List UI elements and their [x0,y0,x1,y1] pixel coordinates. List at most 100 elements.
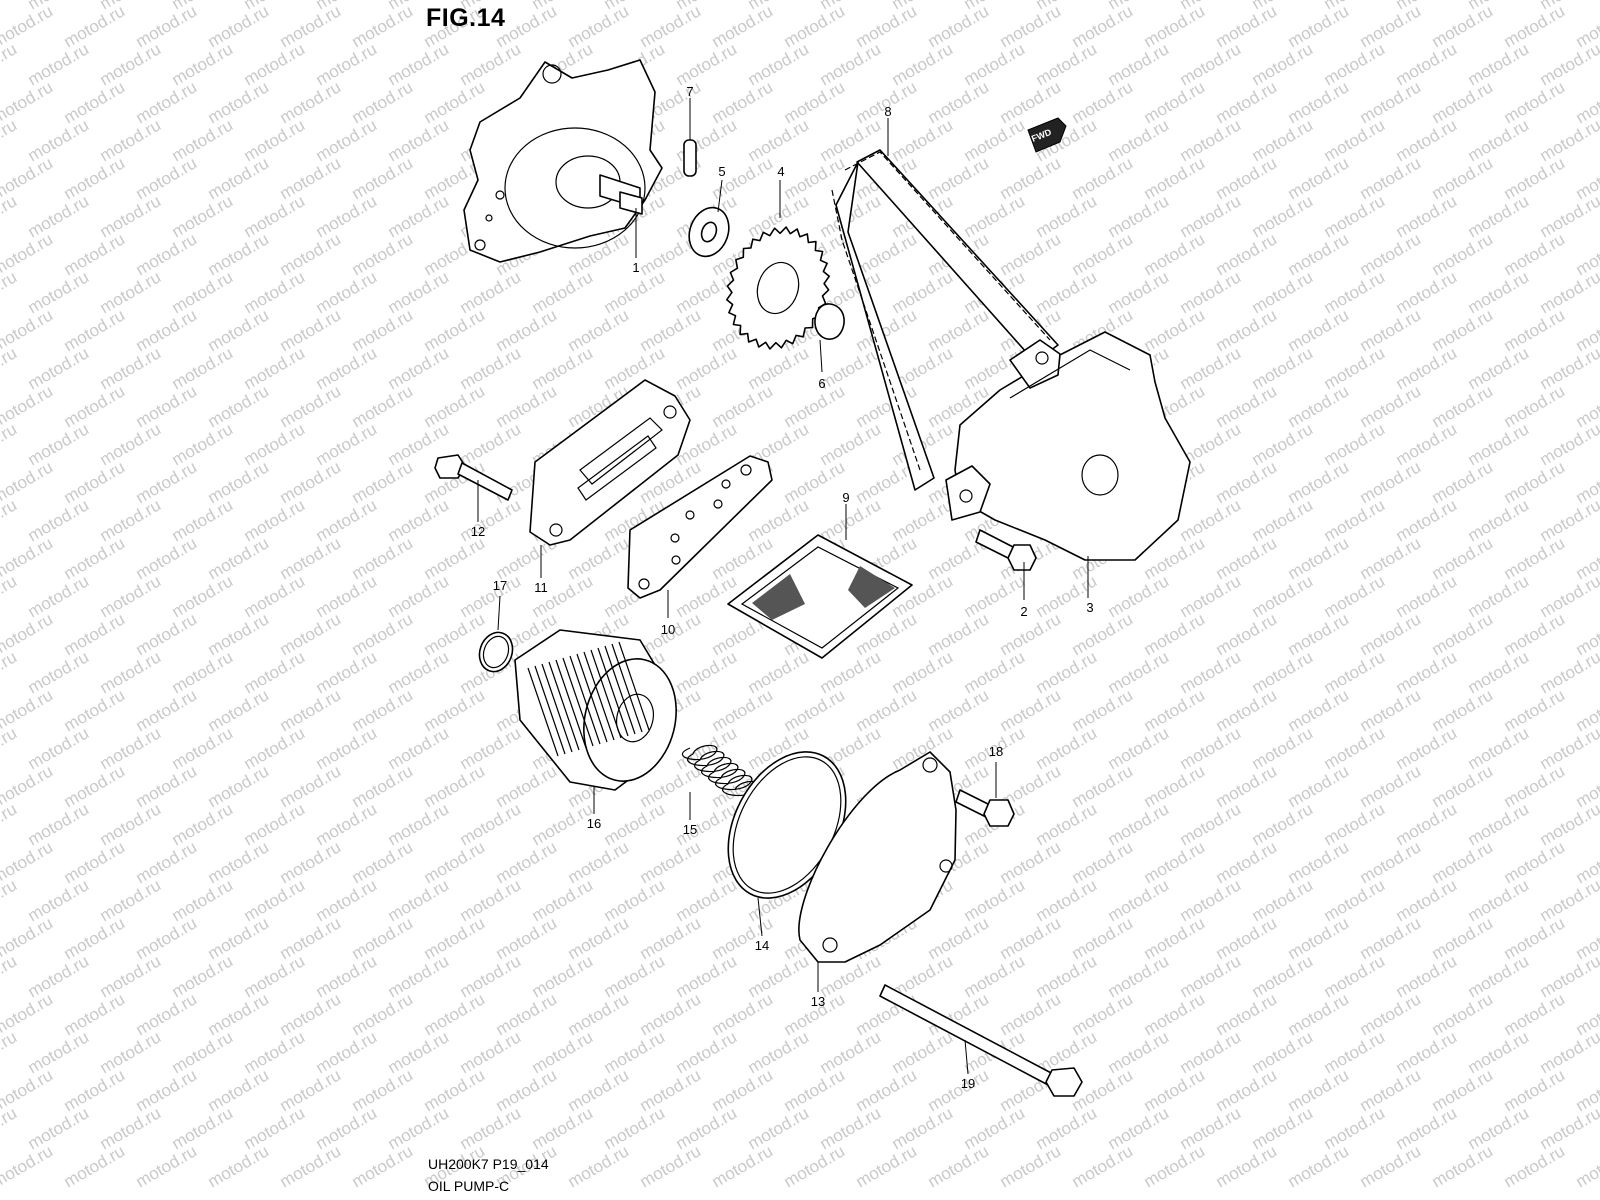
watermark-text: motod.ru [493,761,561,811]
watermark-text: motod.ru [781,1065,849,1115]
watermark-text: motod.ru [169,951,237,1001]
watermark-text: motod.ru [1465,951,1533,1001]
watermark-text: motod.ru [457,875,525,925]
watermark-text: motod.ru [853,1141,921,1191]
watermark-text: motod.ru [493,381,561,431]
part-12-bolt[interactable] [434,454,513,501]
watermark-text: motod.ru [1285,837,1353,887]
watermark-text: motod.ru [601,875,669,925]
watermark-text: motod.ru [421,381,489,431]
watermark-text: motod.ru [25,115,93,165]
watermark-text: motod.ru [1069,989,1137,1039]
watermark-text: motod.ru [1321,1103,1389,1153]
watermark-text: motod.ru [673,1103,741,1153]
watermark-text: motod.ru [1465,115,1533,165]
watermark-text: motod.ru [25,951,93,1001]
watermark-text: motod.ru [1465,191,1533,241]
callout-16: 16 [587,816,601,831]
part-19-long-bolt[interactable] [879,984,1083,1097]
watermark-text: motod.ru [1105,875,1173,925]
watermark-text: motod.ru [1249,571,1317,621]
watermark-text: motod.ru [61,305,129,355]
watermark-text: motod.ru [205,305,273,355]
watermark-text: motod.ru [1285,1065,1353,1115]
part-2-bolt[interactable] [975,529,1037,571]
watermark-text: motod.ru [853,1065,921,1115]
watermark-text: motod.ru [133,913,201,963]
part-8-chain[interactable] [831,149,1059,491]
watermark-text: motod.ru [1357,609,1425,659]
watermark-text: motod.ru [817,39,885,89]
watermark-text: motod.ru [637,305,705,355]
watermark-text: motod.ru [565,1065,633,1115]
watermark-text: motod.ru [133,761,201,811]
watermark-text: motod.ru [0,1103,20,1153]
part-18-bolt[interactable] [955,789,1015,827]
part-7-pin[interactable] [683,139,697,177]
watermark-text: motod.ru [1537,571,1600,621]
watermark-text: motod.ru [529,875,597,925]
watermark-text: motod.ru [277,305,345,355]
watermark-text: motod.ru [277,1,345,51]
watermark-text: motod.ru [349,913,417,963]
part-13-filter-cap[interactable] [798,751,957,963]
watermark-text: motod.ru [1141,153,1209,203]
watermark-text: motod.ru [313,1027,381,1077]
part-15-spring[interactable] [681,744,760,797]
watermark-text: motod.ru [61,457,129,507]
watermark-text: motod.ru [781,457,849,507]
watermark-text: motod.ru [1105,39,1173,89]
part-1-oil-pump[interactable] [463,59,663,263]
callout-9: 9 [842,490,849,505]
watermark-text: motod.ru [421,305,489,355]
callout-19: 19 [961,1076,975,1091]
watermark-text: motod.ru [61,609,129,659]
watermark-text: motod.ru [1357,989,1425,1039]
watermark-text: motod.ru [817,419,885,469]
watermark-text: motod.ru [1213,913,1281,963]
watermark-text: motod.ru [1393,39,1461,89]
part-16-oil-filter[interactable] [514,629,689,791]
watermark-text: motod.ru [565,1,633,51]
watermark-text: motod.ru [97,343,165,393]
watermark-text: motod.ru [97,115,165,165]
part-10-gasket[interactable] [627,455,773,599]
watermark-text: motod.ru [1429,229,1497,279]
watermark-text: motod.ru [25,267,93,317]
part-9-screen[interactable] [727,534,913,659]
watermark-text: motod.ru [421,989,489,1039]
watermark-text: motod.ru [637,1141,705,1191]
watermark-text: motod.ru [529,267,597,317]
watermark-text: motod.ru [781,685,849,735]
watermark-text: motod.ru [1465,1027,1533,1077]
part-6-circlip[interactable] [814,303,845,340]
watermark-text: motod.ru [349,1065,417,1115]
watermark-text: motod.ru [0,1027,20,1077]
watermark-text: motod.ru [889,1103,957,1153]
watermark-text: motod.ru [1465,571,1533,621]
watermark-text: motod.ru [1285,685,1353,735]
watermark-text: motod.ru [1213,533,1281,583]
watermark-text: motod.ru [385,571,453,621]
watermark-text: motod.ru [1249,419,1317,469]
watermark-text: motod.ru [1141,913,1209,963]
part-17-o-ring[interactable] [474,628,518,677]
part-4-sprocket[interactable] [726,226,830,350]
watermark-text: motod.ru [1213,77,1281,127]
watermark-text: motod.ru [781,1,849,51]
callout-6: 6 [818,376,825,391]
watermark-text: motod.ru [1393,343,1461,393]
part-3-chain-cover[interactable] [945,331,1191,561]
callout-18: 18 [989,744,1003,759]
watermark-text: motod.ru [133,1,201,51]
part-11-strainer-housing[interactable] [529,379,691,546]
watermark-text: motod.ru [1177,951,1245,1001]
watermark-text: motod.ru [637,837,705,887]
watermark-text: motod.ru [1465,799,1533,849]
watermark-text: motod.ru [853,1,921,51]
watermark-text: motod.ru [1177,115,1245,165]
watermark-text: motod.ru [385,191,453,241]
watermark-text: motod.ru [1537,115,1600,165]
part-5-washer[interactable] [683,202,736,262]
watermark-text: motod.ru [1465,1103,1533,1153]
